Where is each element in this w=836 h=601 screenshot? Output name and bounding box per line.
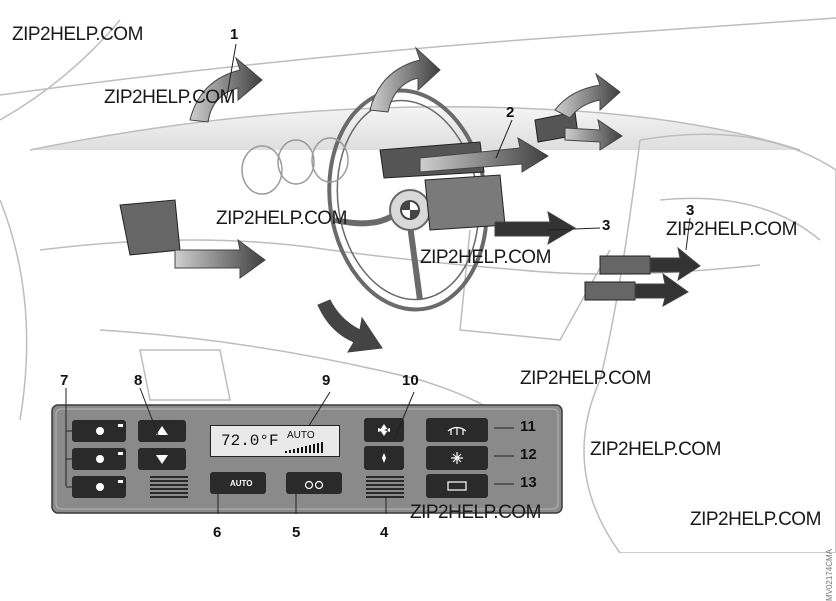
callout-11: 11 bbox=[520, 418, 536, 435]
airflow-arrow-footwell bbox=[317, 299, 383, 353]
airflow-arrow-center-vent bbox=[419, 136, 549, 173]
display-mode: AUTO bbox=[287, 430, 315, 441]
fan-large-icon bbox=[378, 424, 390, 436]
airflow-arrow-rear-upper bbox=[649, 246, 701, 282]
climate-control-diagram bbox=[0, 17, 836, 553]
instrument-cluster bbox=[241, 137, 349, 195]
airflow-arrow-console bbox=[494, 210, 576, 246]
display-temperature: 72.0°F bbox=[221, 432, 279, 450]
watermark: ZIP2HELP.COM bbox=[666, 219, 797, 240]
watermark: ZIP2HELP.COM bbox=[520, 368, 651, 389]
climate-display: 72.0°F AUTO bbox=[210, 425, 340, 457]
ventilation-icon bbox=[96, 455, 104, 463]
radio-panel bbox=[424, 174, 506, 231]
callout-9: 9 bbox=[322, 372, 331, 389]
callout-2: 2 bbox=[506, 104, 515, 121]
air-distribution-buttons bbox=[72, 420, 126, 498]
watermark: ZIP2HELP.COM bbox=[590, 439, 721, 460]
triangle-up-icon bbox=[156, 426, 168, 435]
bmw-logo-icon bbox=[400, 200, 420, 220]
rear-window-defrost-icon bbox=[447, 481, 467, 491]
airflow-arrow-left-vent bbox=[174, 238, 266, 279]
right-seat bbox=[583, 133, 836, 553]
windshield-defrost-icon bbox=[447, 426, 467, 435]
pedal-area bbox=[139, 349, 231, 401]
grille-right bbox=[366, 476, 404, 498]
callout-13: 13 bbox=[520, 474, 537, 491]
airflow-arrow-right-vent bbox=[564, 118, 623, 151]
air-vents bbox=[119, 111, 651, 301]
left-vent bbox=[119, 199, 181, 256]
callout-4: 4 bbox=[380, 524, 389, 541]
rear-defrost-button[interactable] bbox=[426, 474, 488, 498]
a-pillar bbox=[0, 19, 121, 121]
callout-3-front: 3 bbox=[602, 217, 611, 234]
fan-small-icon bbox=[382, 453, 386, 463]
airflow-arrow-defrost-left bbox=[189, 56, 263, 123]
watermark: ZIP2HELP.COM bbox=[420, 247, 551, 268]
recirculation-icon bbox=[304, 480, 324, 490]
recirculation-button[interactable] bbox=[286, 472, 342, 494]
callout-10: 10 bbox=[402, 372, 419, 389]
fan-level-bars bbox=[285, 442, 323, 453]
windshield-edge bbox=[0, 17, 836, 96]
dashboard-top bbox=[29, 106, 801, 151]
callout-8: 8 bbox=[134, 372, 143, 389]
watermark: ZIP2HELP.COM bbox=[410, 502, 541, 523]
auto-button[interactable] bbox=[210, 472, 266, 494]
temperature-buttons bbox=[138, 420, 188, 498]
watermark: ZIP2HELP.COM bbox=[12, 24, 143, 45]
callout-5: 5 bbox=[292, 524, 301, 541]
auto-button-label: AUTO bbox=[230, 479, 253, 488]
airflow-arrows bbox=[174, 46, 701, 353]
callout-7: 7 bbox=[60, 372, 69, 389]
airflow-arrow-defrost-right bbox=[554, 72, 621, 119]
callout-3-rear: 3 bbox=[686, 202, 695, 219]
watermark: ZIP2HELP.COM bbox=[104, 87, 235, 108]
callout-1: 1 bbox=[230, 26, 239, 43]
callout-12: 12 bbox=[520, 446, 537, 463]
rear-vent-upper bbox=[599, 255, 651, 275]
watermark: ZIP2HELP.COM bbox=[216, 208, 347, 229]
footwell-icon bbox=[96, 483, 104, 491]
watermark: ZIP2HELP.COM bbox=[690, 509, 821, 530]
airflow-arrow-defrost-center bbox=[369, 46, 441, 113]
defrost-windshield-icon bbox=[96, 427, 104, 435]
rear-vent-lower bbox=[584, 281, 636, 301]
door-panel bbox=[0, 199, 28, 421]
image-code: MV02174CMA bbox=[825, 549, 834, 601]
grille-left bbox=[150, 476, 188, 498]
leader-lines bbox=[65, 43, 691, 514]
callout-6: 6 bbox=[213, 524, 222, 541]
right-seat-inner bbox=[659, 197, 821, 241]
triangle-down-icon bbox=[156, 455, 168, 464]
snowflake-icon bbox=[451, 452, 463, 464]
airflow-arrow-rear-lower bbox=[634, 272, 689, 308]
